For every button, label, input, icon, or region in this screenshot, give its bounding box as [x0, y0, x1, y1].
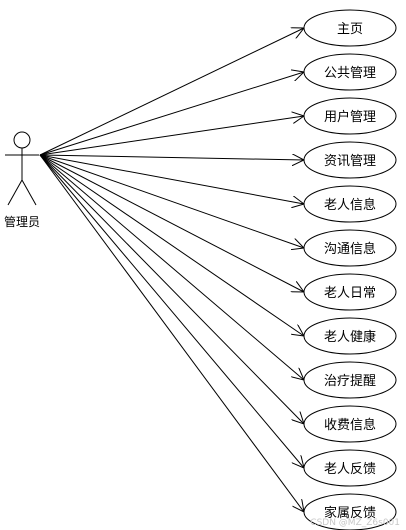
- use-case-label: 主页: [337, 22, 363, 37]
- use-case: 公共管理: [303, 53, 397, 91]
- use-case: 收费信息: [303, 405, 397, 443]
- use-case-label: 用户管理: [324, 109, 376, 125]
- use-case: 老人健康: [303, 317, 397, 355]
- association-arrow: [39, 154, 304, 248]
- use-case-ellipse: [303, 97, 397, 135]
- use-case-ellipse: [303, 141, 397, 179]
- use-case: 老人反馈: [303, 449, 397, 487]
- association-arrow: [39, 116, 304, 156]
- use-case: 用户管理: [303, 97, 397, 135]
- association-arrow: [39, 154, 304, 292]
- watermark: CSDN @MZ_Z6s001: [310, 518, 400, 528]
- actor-left-leg: [7, 179, 23, 206]
- use-case: 老人日常: [303, 273, 397, 311]
- use-case-ellipse: [303, 273, 397, 311]
- use-case-label: 老人反馈: [324, 462, 376, 477]
- use-case-label: 老人日常: [324, 286, 376, 301]
- use-case-label: 沟通信息: [324, 241, 376, 257]
- use-case-label: 资讯管理: [324, 154, 376, 169]
- actor-label: 管理员: [4, 214, 40, 229]
- use-case-ellipse: [303, 9, 397, 47]
- use-case-label: 治疗提醒: [324, 373, 376, 389]
- association-arrow: [39, 154, 304, 204]
- association-arrow: [39, 154, 304, 512]
- use-case-ellipse: [303, 449, 397, 487]
- association-arrow: [39, 154, 304, 336]
- actor-right-leg: [21, 179, 37, 206]
- use-cases: 主页公共管理用户管理资讯管理老人信息沟通信息老人日常老人健康治疗提醒收费信息老人…: [303, 9, 397, 530]
- use-case: 主页: [303, 9, 397, 47]
- use-case-ellipse: [303, 185, 397, 223]
- use-case-ellipse: [303, 493, 397, 530]
- use-case-ellipse: [303, 229, 397, 267]
- use-case: 资讯管理: [303, 141, 397, 179]
- use-case-label: 收费信息: [324, 417, 376, 433]
- use-case-ellipse: [303, 317, 397, 355]
- association-arrow: [39, 154, 304, 380]
- use-case: 老人信息: [303, 185, 397, 223]
- use-case-label: 老人信息: [324, 197, 376, 213]
- association-arrow: [39, 154, 304, 424]
- actor-head: [13, 131, 31, 149]
- actor-admin: 管理员: [4, 131, 40, 229]
- use-case-ellipse: [303, 53, 397, 91]
- use-case: 治疗提醒: [303, 361, 397, 399]
- association-arrow: [39, 155, 304, 160]
- association-arrow: [39, 28, 304, 156]
- use-case-ellipse: [303, 405, 397, 443]
- use-case: 沟通信息: [303, 229, 397, 267]
- association-arrow: [39, 154, 304, 468]
- use-case-label: 公共管理: [324, 66, 376, 81]
- use-case-label: 老人健康: [324, 329, 376, 345]
- use-case: 家属反馈: [303, 493, 397, 530]
- associations: [39, 28, 304, 512]
- association-arrow: [39, 72, 304, 156]
- use-case-label: 家属反馈: [324, 505, 376, 521]
- use-case-ellipse: [303, 361, 397, 399]
